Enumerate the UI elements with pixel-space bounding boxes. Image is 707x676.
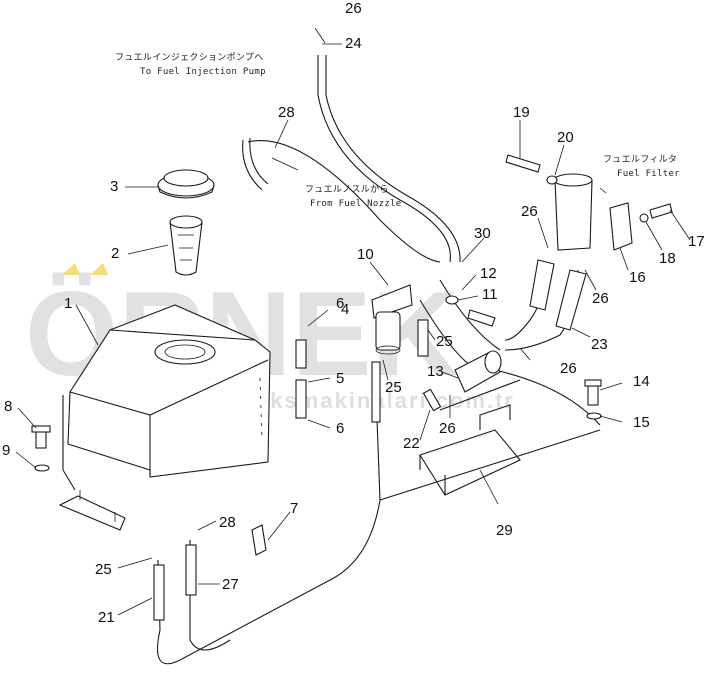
strainer — [169, 215, 203, 276]
callout-30: 30 — [474, 225, 491, 242]
callout-3: 3 — [110, 178, 118, 195]
callout-25-middle: 25 — [385, 379, 402, 396]
callout-19: 19 — [513, 104, 530, 121]
fuel-filter — [454, 350, 502, 393]
callout-21: 21 — [98, 609, 115, 626]
callout-8: 8 — [4, 398, 12, 415]
annotations: フュエルインジェクションポンプへ To Fuel Injection Pump … — [115, 52, 680, 209]
annotation-fuel-nozzle-en: From Fuel Nozzle — [310, 199, 402, 209]
callout-13: 13 — [427, 363, 444, 380]
callout-16: 16 — [629, 269, 646, 286]
callout-22: 22 — [403, 435, 420, 452]
callout-29: 29 — [496, 522, 513, 539]
callout-1: 1 — [64, 295, 72, 312]
callout-28-upper: 28 — [278, 104, 295, 121]
small-parts — [31, 154, 673, 621]
callout-26-center: 26 — [439, 420, 456, 437]
watermark-accent-2 — [90, 263, 108, 275]
bracket-29 — [419, 404, 521, 496]
callout-26-top: 26 — [345, 0, 362, 17]
callout-12: 12 — [480, 265, 497, 282]
callout-18: 18 — [659, 250, 676, 267]
fuel-tank — [58, 304, 271, 531]
callout-2: 2 — [111, 245, 119, 262]
callout-26-right: 26 — [592, 290, 609, 307]
callout-24: 24 — [345, 35, 362, 52]
callout-10: 10 — [357, 246, 374, 263]
callout-26-upper-right: 26 — [521, 203, 538, 220]
callout-4: 4 — [341, 301, 349, 318]
callout-27: 27 — [222, 576, 239, 593]
callout-25-upper: 25 — [436, 333, 453, 350]
callout-25-lower: 25 — [95, 561, 112, 578]
callouts: 1 2 3 4 5 6 6 7 8 9 10 11 12 13 14 15 16… — [2, 0, 705, 626]
callout-14: 14 — [633, 373, 650, 390]
annotation-fuel-injection-pump-jp: フュエルインジェクションポンプへ — [115, 52, 264, 63]
leader-lines — [15, 27, 691, 616]
water-separator — [371, 284, 413, 355]
annotation-fuel-injection-pump-en: To Fuel Injection Pump — [140, 67, 266, 77]
callout-5: 5 — [336, 370, 344, 387]
watermark-accent — [62, 263, 80, 275]
callout-6-upper: 6 — [336, 295, 344, 312]
annotation-fuel-nozzle-jp: フュエルノスルから — [305, 184, 389, 195]
callout-17: 17 — [688, 233, 705, 250]
callout-15: 15 — [633, 414, 650, 431]
callout-26-mid-right: 26 — [560, 360, 577, 377]
callout-6-lower: 6 — [336, 420, 344, 437]
annotation-fuel-filter-jp: フュエルフィルタ — [603, 154, 677, 165]
annotation-fuel-filter-en: Fuel Filter — [617, 169, 680, 179]
callout-23: 23 — [591, 336, 608, 353]
callout-20: 20 — [557, 129, 574, 146]
callout-7: 7 — [290, 500, 298, 517]
callout-11: 11 — [482, 286, 498, 303]
filler-cap — [157, 169, 215, 199]
callout-28-lower: 28 — [219, 514, 236, 531]
callout-9: 9 — [2, 442, 10, 459]
fuel-filter-element — [553, 173, 633, 251]
